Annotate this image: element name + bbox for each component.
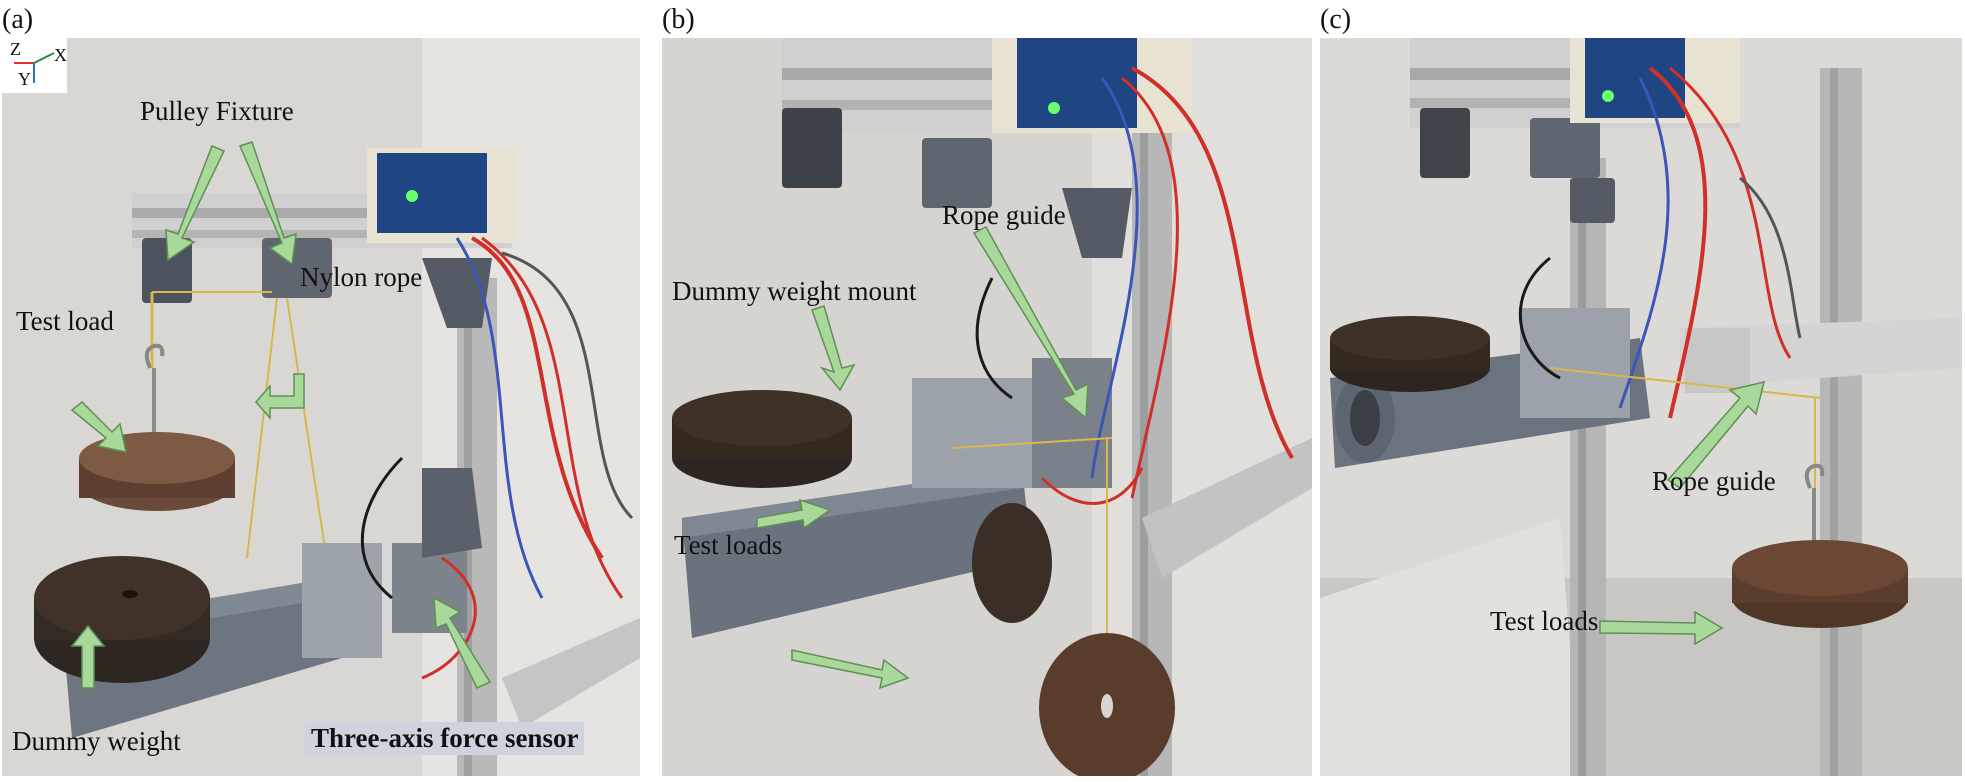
- panel-b-scene: [662, 38, 1312, 776]
- label-three-axis-force-sensor: Three-axis force sensor: [305, 722, 585, 755]
- label-rope-guide-b: Rope guide: [942, 200, 1066, 230]
- panel-c-scene: [1320, 38, 1962, 776]
- label-rope-guide-c: Rope guide: [1652, 466, 1776, 496]
- label-dummy-weight-mount: Dummy weight mount: [672, 276, 917, 306]
- axis-x-label: X: [54, 45, 67, 65]
- axis-z-label: Z: [10, 39, 21, 59]
- panel-c-photo: Rope guide Test loads: [1320, 38, 1962, 776]
- panel-b-letter: (b): [662, 4, 695, 35]
- panel-c-letter: (c): [1320, 4, 1352, 35]
- panel-a-scene: [2, 38, 640, 776]
- panel-a-letter: (a): [2, 4, 34, 35]
- label-nylon-rope: Nylon rope: [300, 262, 423, 292]
- axis-y-label: Y: [18, 69, 31, 89]
- panel-b-photo: Rope guide Dummy weight mount Test loads: [662, 38, 1312, 776]
- label-test-loads-c: Test loads: [1490, 606, 1599, 636]
- label-test-load: Test load: [16, 306, 114, 336]
- panel-a-photo: Z X Y Pulley Fixture Nylon rope Test loa…: [2, 38, 640, 776]
- label-test-loads-b: Test loads: [674, 530, 783, 560]
- label-pulley-fixture: Pulley Fixture: [140, 96, 294, 126]
- label-dummy-weight: Dummy weight: [12, 726, 181, 756]
